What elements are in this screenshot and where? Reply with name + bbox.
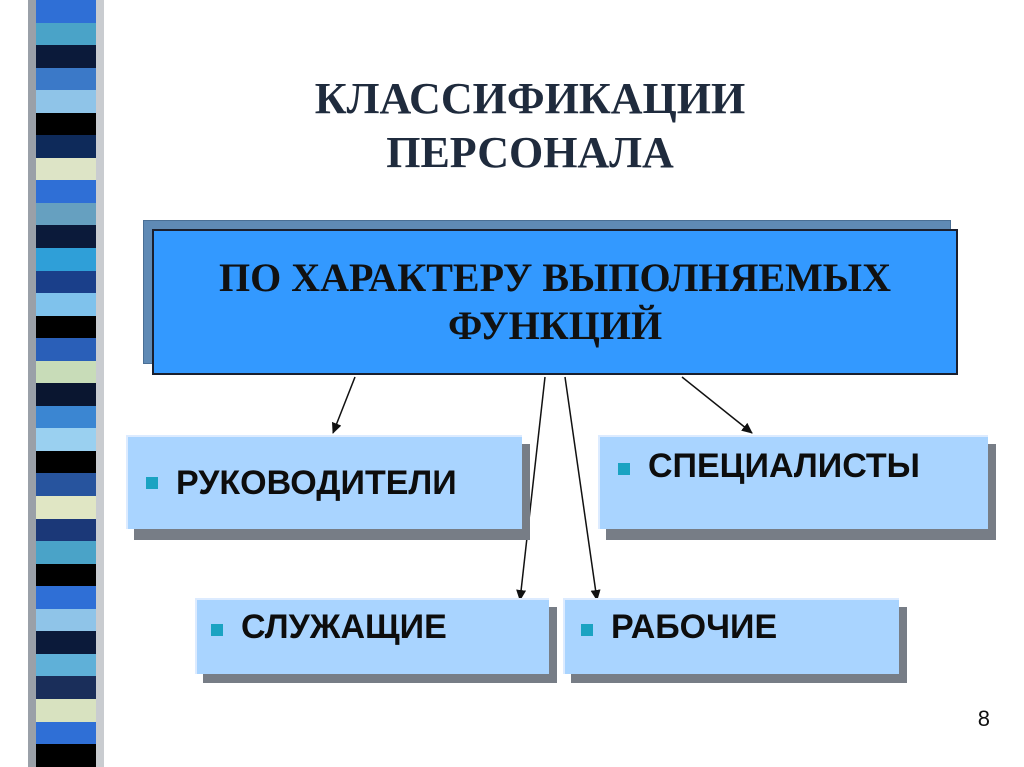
- strip-band: [36, 180, 96, 203]
- square-bullet-icon: [211, 624, 223, 636]
- strip-band: [36, 698, 96, 722]
- title-line-2: ПЕРСОНАЛА: [386, 128, 674, 177]
- strip-band: [36, 721, 96, 745]
- strip-band: [36, 315, 96, 339]
- strip-band: [36, 338, 96, 361]
- strip-band: [36, 135, 96, 158]
- main-classification-box: ПО ХАРАКТЕРУ ВЫПОЛНЯЕМЫХ ФУНКЦИЙ: [152, 229, 958, 375]
- category-label-employees: СЛУЖАЩИЕ: [241, 608, 447, 646]
- strip-bands: [36, 0, 96, 767]
- strip-band: [36, 563, 96, 587]
- strip-band: [36, 90, 96, 113]
- strip-band: [36, 608, 96, 632]
- strip-band: [36, 22, 96, 46]
- category-box-managers: РУКОВОДИТЕЛИ: [126, 435, 522, 529]
- strip-band: [36, 225, 96, 249]
- strip-band: [36, 157, 96, 181]
- strip-band: [36, 496, 96, 519]
- square-bullet-icon: [581, 624, 593, 636]
- category-label-managers: РУКОВОДИТЕЛИ: [176, 463, 457, 502]
- strip-band: [36, 0, 96, 23]
- strip-band: [36, 676, 96, 699]
- strip-band: [36, 202, 96, 226]
- category-label-specialists: СПЕЦИАЛИСТЫ: [648, 447, 920, 485]
- strip-band: [36, 450, 96, 474]
- main-box-line-1: ПО ХАРАКТЕРУ ВЫПОЛНЯЕМЫХ: [219, 255, 891, 300]
- strip-band: [36, 248, 96, 271]
- arrow-to-managers: [332, 376, 356, 434]
- arrow-to-specialists: [681, 376, 753, 434]
- strip-band: [36, 112, 96, 136]
- strip-band: [36, 293, 96, 316]
- strip-band: [36, 428, 96, 451]
- strip-band: [36, 473, 96, 497]
- square-bullet-icon: [618, 463, 630, 475]
- category-box-specialists: СПЕЦИАЛИСТЫ: [598, 435, 988, 529]
- square-bullet-icon: [146, 477, 158, 489]
- category-box-workers: РАБОЧИЕ: [563, 598, 899, 674]
- strip-band: [36, 405, 96, 429]
- arrow-to-employees: [516, 376, 546, 601]
- strip-band: [36, 383, 96, 406]
- strip-band: [36, 631, 96, 654]
- page-number: 8: [977, 706, 990, 731]
- strip-shadow: [28, 0, 36, 767]
- strip-band: [36, 744, 96, 767]
- decorative-strip: [28, 0, 104, 767]
- strip-band: [36, 67, 96, 91]
- strip-band: [36, 653, 96, 677]
- category-label-workers: РАБОЧИЕ: [611, 608, 778, 646]
- strip-edge: [96, 0, 104, 767]
- main-box-line-2: ФУНКЦИЙ: [447, 303, 663, 348]
- arrow-to-workers: [564, 376, 601, 601]
- strip-band: [36, 270, 96, 294]
- strip-band: [36, 360, 96, 384]
- slide-title: КЛАССИФИКАЦИИ ПЕРСОНАЛА: [230, 72, 830, 180]
- strip-band: [36, 518, 96, 542]
- strip-band: [36, 541, 96, 564]
- strip-band: [36, 45, 96, 68]
- title-line-1: КЛАССИФИКАЦИИ: [314, 74, 746, 123]
- category-box-employees: СЛУЖАЩИЕ: [195, 598, 549, 674]
- strip-band: [36, 586, 96, 609]
